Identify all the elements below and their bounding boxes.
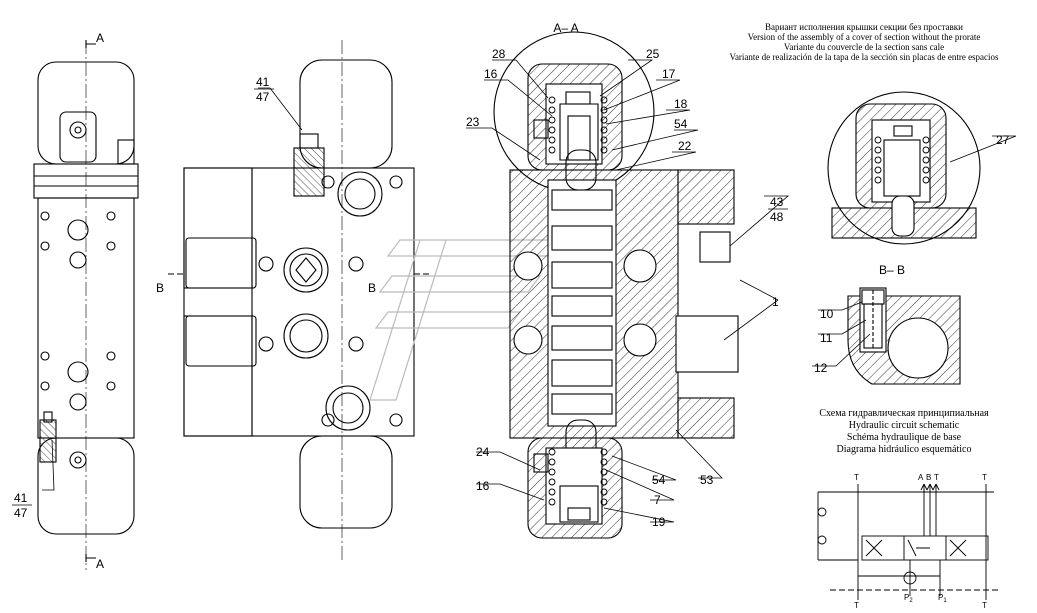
callout-47-top: 47 [256,90,270,104]
callout-16-bottom: 16 [476,479,490,493]
callout-25: 25 [646,47,660,61]
callout-fraction-bars [12,88,788,506]
callout-54-top: 54 [674,117,688,131]
callout-7: 7 [654,493,661,507]
callout-12: 12 [814,361,828,375]
callout-22: 22 [678,139,692,153]
port-t-right-bottom: T [982,601,987,610]
schematic-title-line-1: Схема гидравлическая принципиальная [819,408,989,419]
port-a: A [918,473,924,482]
variant-note-line-2: Version of the assembly of a cover of se… [748,32,981,42]
side-view [33,40,139,570]
variant-note-line-4: Variante de realización de la tapa de la… [729,52,999,62]
callout-41-bottom: 41 [14,491,28,505]
port-t-mid: T [934,473,939,482]
callout-28: 28 [492,47,506,61]
variant-note-line-1: Вариант исполнения крышки секции без про… [765,22,963,32]
schematic-title-line-2: Hydraulic circuit schematic [849,420,960,431]
hydraulic-schematic [817,483,1000,600]
callout-16-top: 16 [484,67,498,81]
callout-23: 23 [466,115,480,129]
callout-53: 53 [700,473,714,487]
section-aa [493,31,739,539]
section-bb-title: B– B [879,263,905,277]
callout-10: 10 [820,307,834,321]
section-marker-b-right: B [368,281,376,295]
callout-47-bottom: 47 [14,506,28,520]
callout-27: 27 [996,133,1010,147]
callout-54-bottom: 54 [652,473,666,487]
section-marker-a-bottom: A [96,557,104,571]
port-b: B [926,473,931,482]
callout-11: 11 [820,331,833,345]
callout-1: 1 [772,295,779,309]
callout-24: 24 [476,445,490,459]
callout-41-top: 41 [256,75,270,89]
variant-detail [827,91,981,245]
port-p2: P2 [904,593,913,604]
port-t-left-bottom: T [854,601,859,610]
callout-19: 19 [652,515,666,529]
callout-48: 48 [770,210,784,224]
section-marker-a-top: A [96,31,104,45]
section-aa-title: A– A [553,21,578,35]
leader-lines [42,59,1017,523]
drawing-text: A– A B– B A A B B Вариант исполнения кры… [14,21,1010,610]
schematic-title-line-3: Schéma hydraulique de base [847,432,962,443]
port-p1: P1 [938,593,947,604]
callout-18: 18 [674,97,688,111]
variant-note-line-3: Variante du couvercle de la section sans… [784,42,944,52]
callout-43: 43 [770,195,784,209]
port-t-right: T [982,473,987,482]
callout-17: 17 [662,67,676,81]
schematic-title-line-4: Diagrama hidráulico esquemático [837,444,972,455]
front-view [168,40,432,560]
section-bb [847,287,961,385]
section-marker-b-left: B [156,281,164,295]
port-t-left: T [854,473,859,482]
